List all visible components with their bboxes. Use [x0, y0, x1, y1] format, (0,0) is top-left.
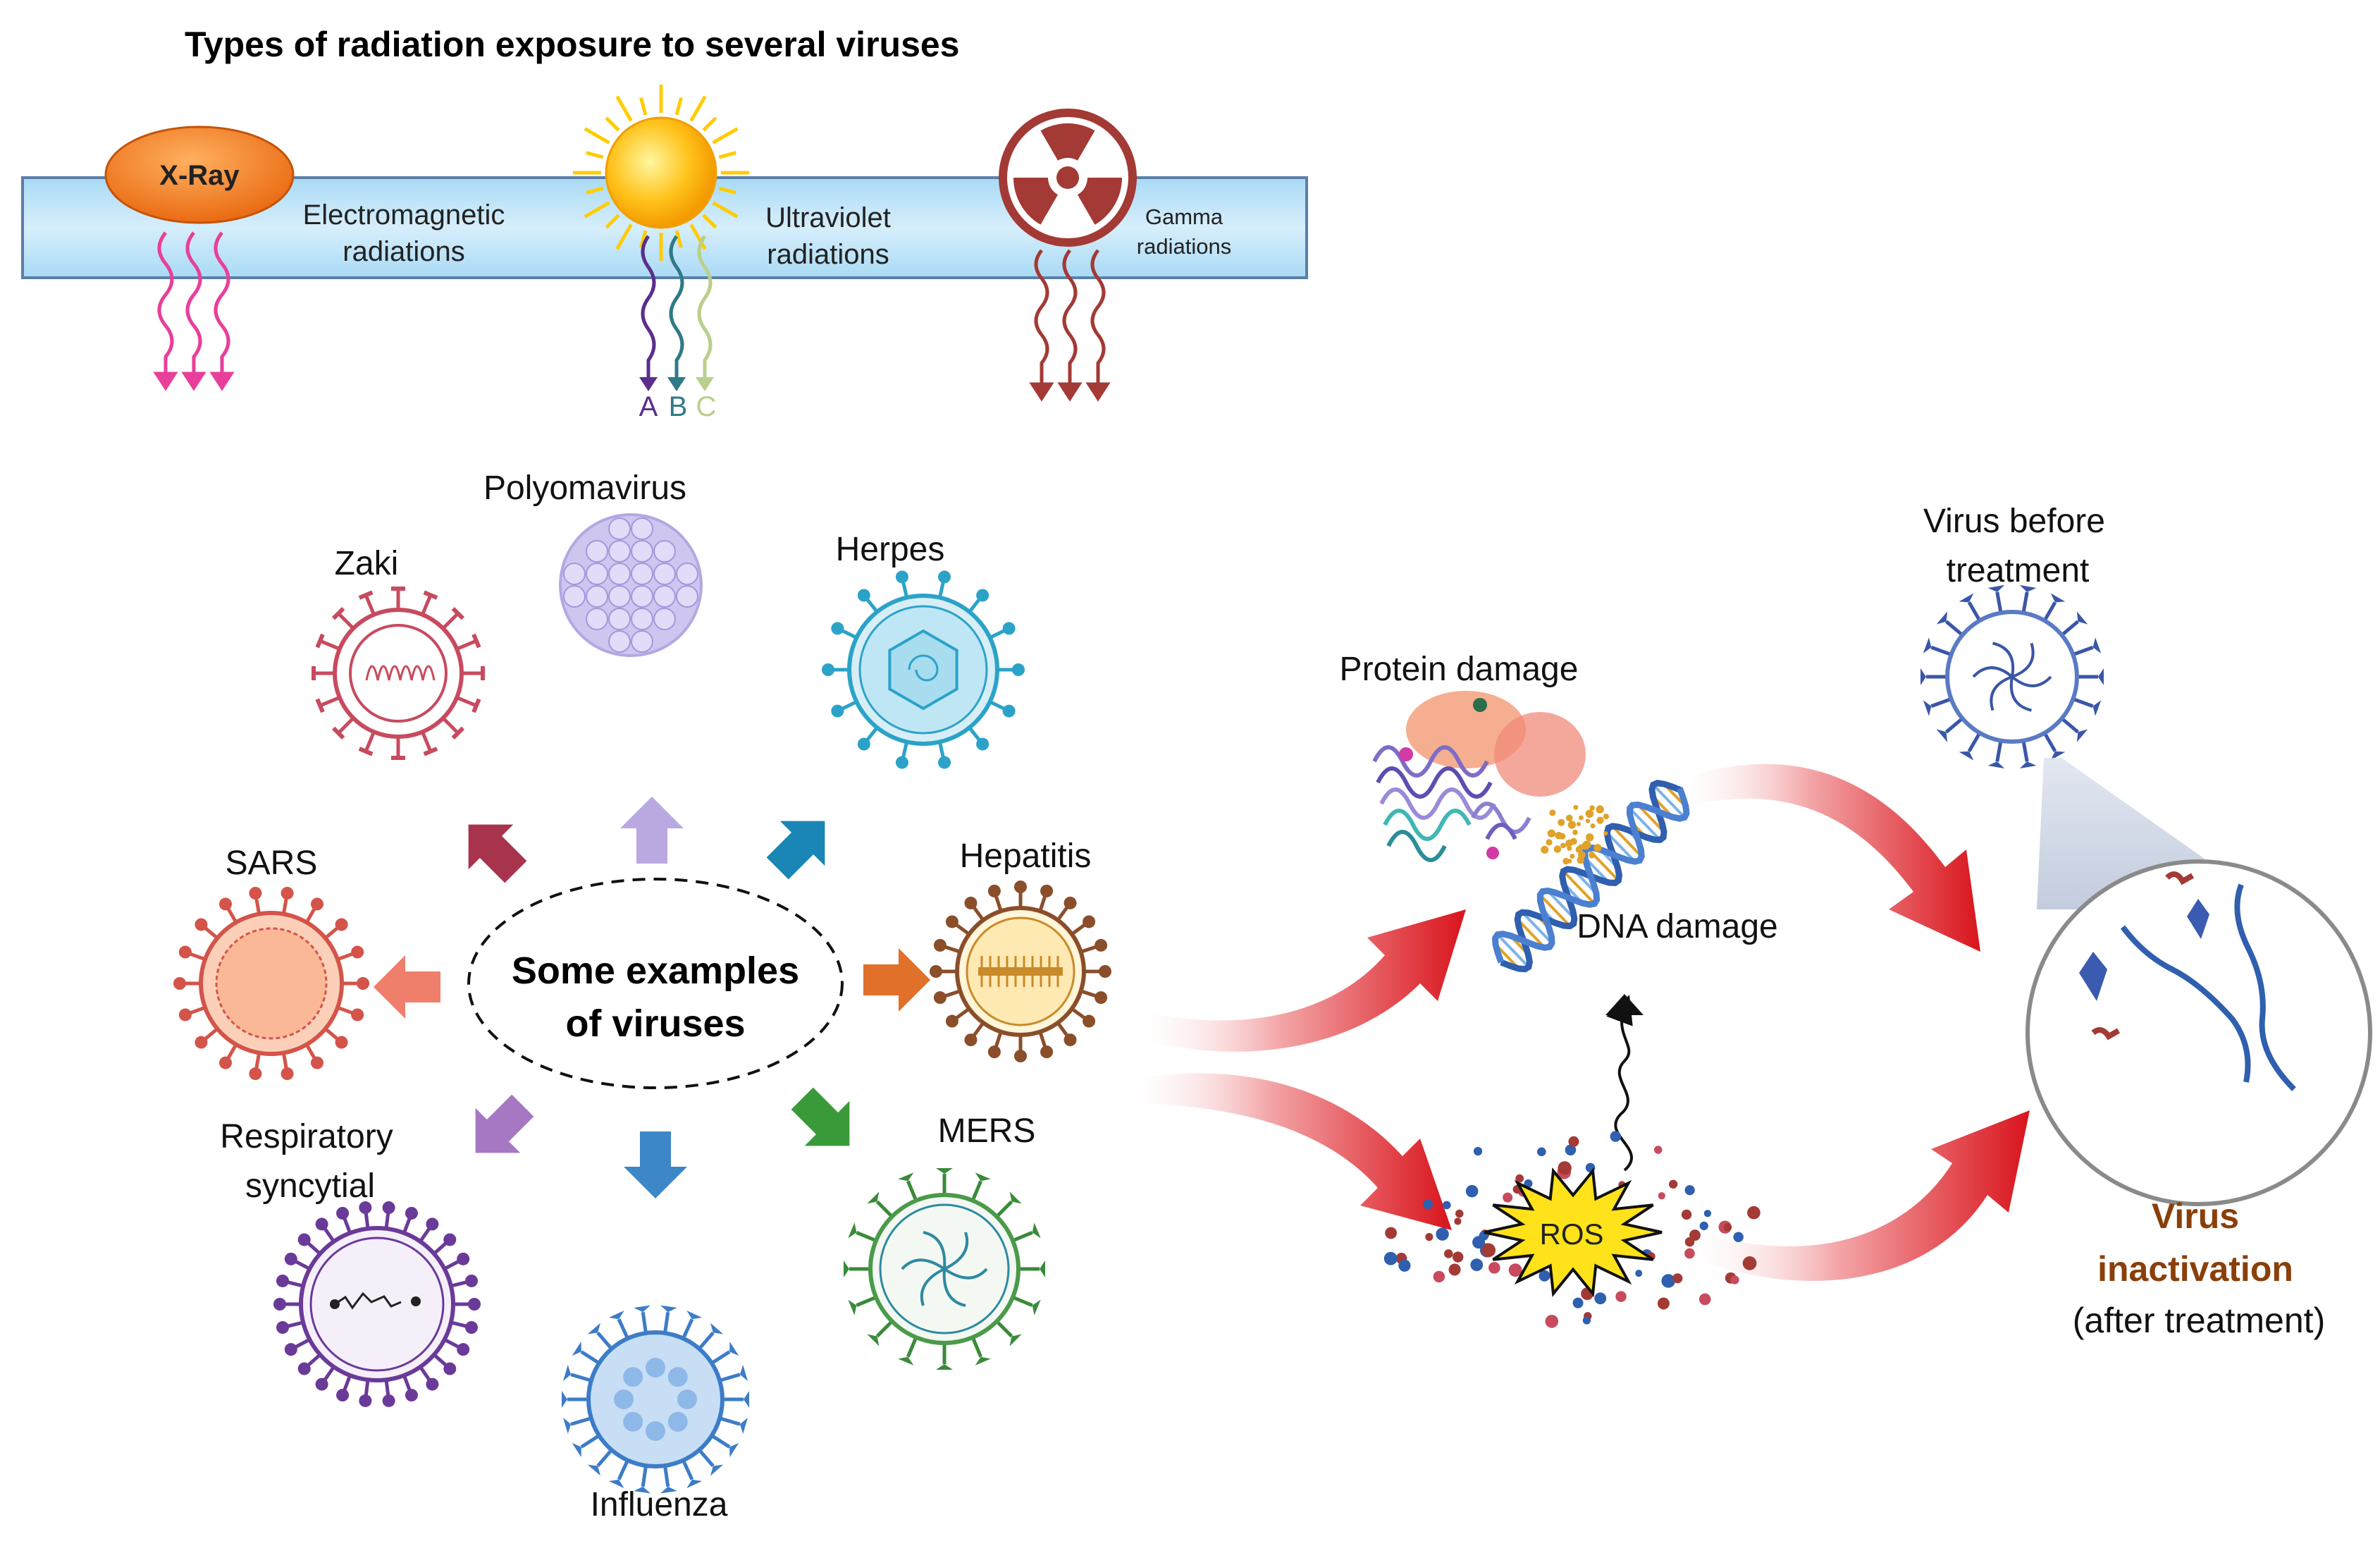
figure-title: Types of radiation exposure to several v… [185, 25, 960, 64]
block-arrow [863, 948, 930, 1012]
xray-label: X-Ray [159, 160, 240, 191]
rsv-virus-icon [273, 1201, 481, 1407]
virus-before-icon [1920, 585, 2104, 768]
ros-up-arrow [1605, 994, 1644, 1170]
before-label-line2: treatment [1947, 552, 2090, 589]
ros-burst-icon: ROS [1484, 1171, 1662, 1294]
herpes-virus-icon [822, 570, 1025, 768]
hepatitis-label: Hepatitis [960, 838, 1092, 875]
after-treatment-label: (after treatment) [2073, 1301, 2325, 1340]
uv-a-letter: A [639, 391, 658, 422]
red-arrow-ros [1121, 1074, 1452, 1230]
protein-damage-label: Protein damage [1340, 651, 1579, 688]
before-label-line1: Virus before [1923, 503, 2105, 540]
polyomavirus-label: Polyomavirus [483, 470, 686, 507]
uv-label-line1: Ultraviolet [765, 202, 891, 233]
ros-label: ROS [1539, 1217, 1603, 1251]
uv-c-letter: C [696, 391, 717, 422]
gamma-label-line2: radiations [1137, 234, 1231, 259]
influenza-virus-icon [562, 1306, 749, 1494]
sars-label: SARS [226, 845, 318, 882]
center-ellipse: Some examples of viruses [469, 879, 842, 1088]
block-arrow [446, 802, 538, 895]
block-arrow [620, 797, 684, 864]
hepatitis-virus-icon [930, 881, 1111, 1062]
red-arrow-to-virus-bottom [1681, 1110, 2030, 1281]
rsv-label-line1: Respiratory [220, 1118, 393, 1155]
center-label-line1: Some examples [512, 950, 799, 992]
inactivation-label-line1: Virus [2152, 1196, 2239, 1236]
em-label-line1: Electromagnetic [303, 200, 505, 231]
block-arrow [779, 1076, 872, 1168]
inactivation-label-line2: inactivation [2097, 1249, 2293, 1289]
inactivation-circle [2028, 861, 2370, 1204]
block-arrow [453, 1083, 545, 1175]
radiation-hazard-icon [1000, 107, 1133, 243]
block-arrow [624, 1131, 687, 1198]
gamma-label-line1: Gamma [1145, 204, 1223, 229]
center-label-line2: of viruses [565, 1002, 745, 1045]
herpes-label: Herpes [836, 531, 945, 568]
polyomavirus-icon [560, 515, 701, 656]
rsv-label-line2: syncytial [245, 1167, 375, 1205]
influenza-label: Influenza [591, 1486, 728, 1523]
mers-label: MERS [938, 1112, 1036, 1150]
em-label-line2: radiations [343, 236, 464, 267]
block-arrow [755, 799, 847, 891]
zaki-virus-icon [314, 589, 483, 758]
mers-virus-icon [844, 1168, 1045, 1370]
red-arrow-protein [1128, 909, 1466, 1052]
dna-damage-label: DNA damage [1577, 908, 1778, 945]
uv-b-letter: B [669, 391, 688, 422]
uv-label-line2: radiations [767, 239, 889, 270]
zaki-label: Zaki [335, 545, 399, 582]
xray-ellipse: X-Ray [106, 127, 293, 223]
sars-virus-icon [173, 887, 369, 1080]
block-arrow [374, 955, 440, 1019]
